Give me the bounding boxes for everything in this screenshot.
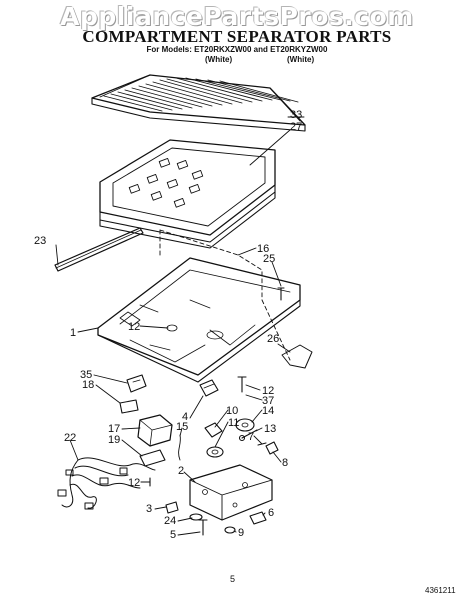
damper-gear (206, 446, 224, 458)
screw-5 (198, 519, 208, 536)
mount-plate (139, 449, 166, 467)
page-title: COMPARTMENT SEPARATOR PARTS (82, 27, 392, 46)
callout-33: 33 (290, 109, 302, 121)
knob-bracket (119, 399, 139, 414)
callout-22: 22 (64, 432, 76, 444)
callout-6: 6 (268, 507, 274, 519)
callout-24: 24 (164, 515, 176, 527)
screw-37 (237, 376, 247, 393)
foam-insert (281, 344, 313, 369)
callout-8: 8 (282, 457, 288, 469)
lower-housing (189, 464, 273, 521)
callout-9: 9 (238, 527, 244, 539)
callout-12-mid: 12 (262, 385, 274, 397)
model-subtitle: For Models: ET20RKXZW00 and ET20RKYZW00 (146, 45, 328, 54)
callout-2: 2 (178, 465, 184, 477)
callout-23: 23 (34, 235, 46, 247)
capillary-tube (178, 434, 181, 461)
callout-1: 1 (70, 327, 76, 339)
leader-lines (55, 116, 305, 536)
fan-disk (235, 418, 255, 432)
clip-3 (165, 501, 179, 514)
callout-26: 26 (267, 333, 279, 345)
watermark: AppliancePartsPros.com (60, 2, 414, 31)
callout-3: 3 (146, 503, 152, 515)
callout-37: 37 (262, 395, 274, 407)
page-number: 5 (230, 574, 236, 584)
callout-12-top: 12 (128, 321, 140, 333)
callout-12-low: 12 (128, 477, 140, 489)
model-color-1: (White) (205, 55, 233, 64)
callout-16: 16 (257, 243, 269, 255)
callout-7: 7 (248, 431, 254, 443)
separator-tray (99, 139, 276, 249)
callout-labels: 33 27 23 16 25 1 12 26 35 18 12 37 14 4 … (34, 109, 302, 541)
bracket-6 (249, 511, 267, 525)
gasket-strip (54, 227, 144, 272)
callout-13: 13 (264, 423, 276, 435)
thermostat (199, 379, 219, 397)
callout-11: 11 (228, 417, 239, 429)
callout-18: 18 (82, 379, 94, 391)
callout-15: 15 (176, 421, 188, 433)
wire-harness (57, 457, 156, 510)
mount-bolt-8 (265, 441, 279, 455)
heater-wire-outline (159, 229, 291, 361)
screw-12-left (140, 477, 151, 487)
control-knob (126, 374, 147, 393)
callout-25: 25 (263, 253, 275, 265)
callout-4: 4 (182, 411, 188, 423)
callout-14: 14 (262, 405, 274, 417)
callout-17: 17 (108, 423, 120, 435)
grommet-9 (224, 526, 236, 534)
control-housing (137, 414, 173, 447)
screw-13 (238, 429, 258, 442)
callout-27: 27 (290, 121, 302, 133)
model-color-2: (White) (287, 55, 315, 64)
screw-25 (277, 287, 285, 301)
damper-control (204, 422, 223, 438)
callout-10: 10 (226, 405, 238, 417)
callout-35: 35 (80, 369, 92, 381)
washer-24 (189, 513, 203, 521)
separator-panel (97, 257, 301, 383)
shelf-grille (91, 74, 306, 132)
callout-19: 19 (108, 434, 120, 446)
callout-5: 5 (170, 529, 176, 541)
document-code: 4361211 (425, 586, 456, 595)
